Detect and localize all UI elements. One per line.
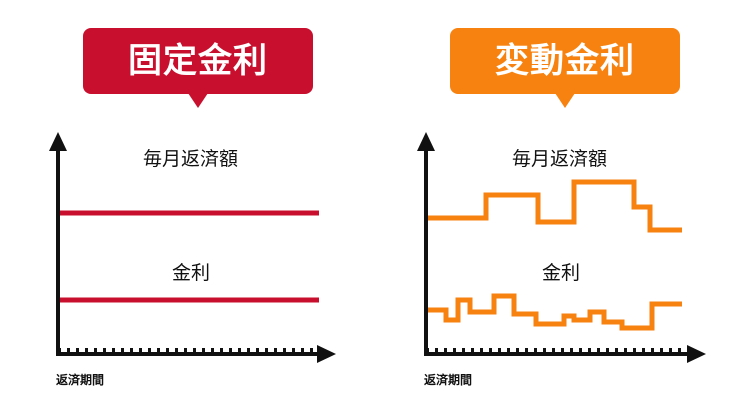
variable-rate-title: 変動金利 <box>450 28 680 108</box>
x-axis-arrowhead <box>317 345 336 363</box>
y-axis-arrowhead <box>417 132 435 151</box>
interest-label: 金利 <box>172 262 211 284</box>
variable-rate-chart <box>417 132 706 363</box>
fixed-rate-panel: 固定金利 毎月返済額 金利 返済期間 <box>0 0 372 417</box>
y-axis-arrowhead <box>49 132 67 151</box>
interest-rate-step-line <box>428 293 682 331</box>
interest-label: 金利 <box>542 262 581 284</box>
fixed-rate-title: 固定金利 <box>83 28 313 108</box>
monthly-payment-step-line <box>428 179 682 233</box>
x-axis-label: 返済期間 <box>424 373 473 387</box>
monthly-payment-label: 毎月返済額 <box>512 148 608 170</box>
x-axis-arrowhead <box>687 345 706 363</box>
monthly-payment-label: 毎月返済額 <box>143 148 239 170</box>
fixed-rate-chart <box>49 132 336 363</box>
variable-rate-panel: 変動金利 毎月返済額 金利 返済期間 <box>372 0 744 417</box>
x-axis-label: 返済期間 <box>56 373 105 387</box>
